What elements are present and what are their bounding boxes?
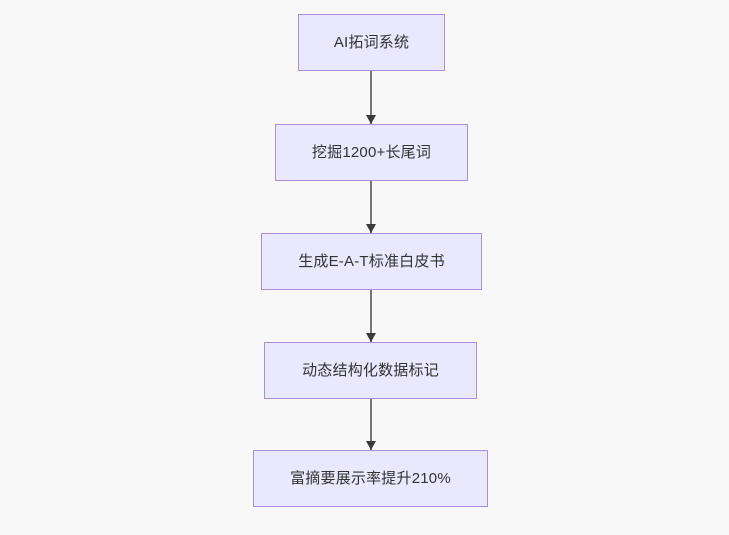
- flow-node-mine-longtail-keywords[interactable]: 挖掘1200+长尾词: [275, 124, 468, 181]
- connector-shaft: [370, 181, 372, 233]
- arrowhead-icon: [366, 333, 376, 342]
- flow-node-ai-keyword-system[interactable]: AI拓词系统: [298, 14, 445, 71]
- flow-node-rich-snippet-impression-lift[interactable]: 富摘要展示率提升210%: [253, 450, 488, 507]
- flow-node-generate-eat-whitepaper[interactable]: 生成E-A-T标准白皮书: [261, 233, 482, 290]
- connector-n1-n2: [364, 71, 378, 124]
- connector-shaft: [370, 71, 372, 124]
- connector-shaft: [370, 290, 372, 342]
- connector-n4-n5: [364, 399, 378, 450]
- connector-n3-n4: [364, 290, 378, 342]
- arrowhead-icon: [366, 115, 376, 124]
- connector-shaft: [370, 399, 372, 450]
- flow-node-dynamic-structured-data-markup[interactable]: 动态结构化数据标记: [264, 342, 477, 399]
- connector-n2-n3: [364, 181, 378, 233]
- arrowhead-icon: [366, 224, 376, 233]
- arrowhead-icon: [366, 441, 376, 450]
